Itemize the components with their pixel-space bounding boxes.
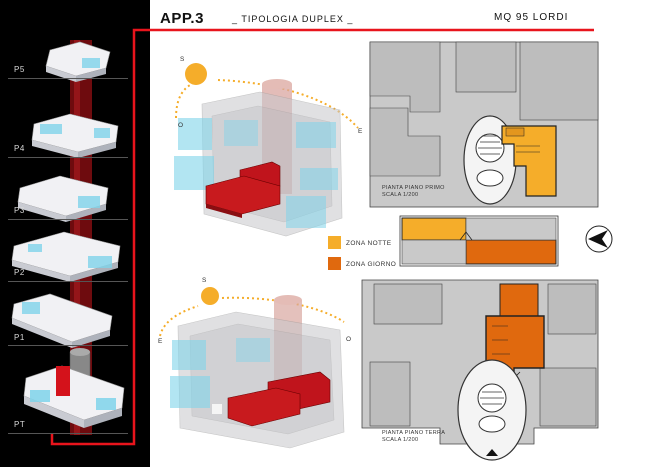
plan-upper-caption: PIANTA PIANO PRIMO SCALA 1/200 [382, 185, 445, 199]
floor-block-p1 [11, 293, 113, 348]
floor-label-p3: P3 [14, 206, 25, 215]
floor-label-p2: P2 [14, 268, 25, 277]
legend-swatch-day [328, 257, 341, 270]
floor-divider [8, 157, 128, 158]
floor-label-p4: P4 [14, 144, 25, 153]
legend-label-day: ZONA GIORNO [346, 261, 397, 268]
legend-swatch-night [328, 236, 341, 249]
floor-divider [8, 345, 128, 346]
plan-lower-title: PIANTA PIANO TERRA [382, 430, 446, 436]
dir-label-east: O [346, 336, 352, 343]
floor-block-p2 [11, 231, 121, 282]
floor-block-p4 [31, 113, 119, 158]
floor-label-p5: P5 [14, 65, 25, 74]
plan-upper-scale: SCALA 1/200 [382, 192, 419, 198]
floor-label-p1: P1 [14, 333, 25, 342]
floor-label-pt: PT [14, 420, 26, 429]
plan-upper-title: PIANTA PIANO PRIMO [382, 185, 445, 191]
exploded-floors-panel: P5 P4 P3 P2 P1 PT [0, 0, 150, 467]
floor-block-pt [23, 348, 125, 428]
floor-divider [8, 78, 128, 79]
dir-label-east: E [358, 128, 363, 135]
legend-label-night: ZONA NOTTE [346, 240, 392, 247]
sun-icon [185, 63, 207, 85]
floor-divider [8, 219, 128, 220]
page-subtitle: _ TIPOLOGIA DUPLEX _ [232, 14, 354, 24]
dir-label-south: S [202, 277, 207, 284]
dir-label-west: O [178, 122, 184, 129]
floor-divider [8, 281, 128, 282]
plan-lower-scale: SCALA 1/200 [382, 437, 419, 443]
plan-lower-caption: PIANTA PIANO TERRA SCALA 1/200 [382, 430, 445, 444]
sun-icon [201, 287, 219, 305]
exploded-floors-drawing [11, 40, 125, 435]
floor-block-p3 [17, 175, 109, 222]
dir-label-west: E [158, 338, 163, 345]
floor-divider [8, 433, 128, 434]
dir-label-south: S [180, 56, 185, 63]
area-label: MQ 95 LORDI [494, 12, 569, 23]
page-title: APP.3 [160, 10, 204, 27]
